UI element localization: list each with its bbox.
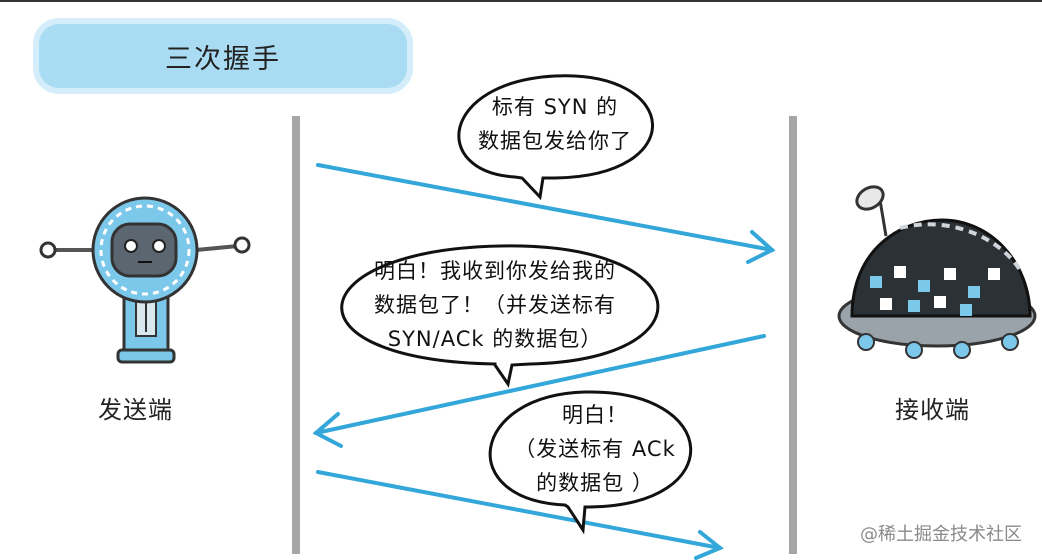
- receiver-label: 接收端: [895, 396, 970, 424]
- bubble-syn-ack-line3: SYN/ACk 的数据包）: [387, 327, 603, 351]
- bubble-syn-text: 标有 SYN 的 数据包发给你了: [470, 90, 640, 158]
- bubble-ack-line3: 的数据包 ）: [536, 471, 654, 495]
- top-rule: [0, 0, 1042, 2]
- bubble-ack-line1: 明白！: [562, 403, 628, 427]
- arrow-syn: [316, 163, 776, 264]
- bubble-syn-ack-line1: 明白！我收到你发给我的: [374, 259, 616, 283]
- bubble-ack-line2: （发送标有 ACk: [514, 437, 676, 461]
- speech-bubble-ack: [488, 390, 693, 535]
- sender-label: 发送端: [98, 396, 173, 424]
- speech-bubble-syn: [457, 74, 654, 201]
- arrow-syn-ack: [312, 334, 766, 448]
- speech-bubble-syn-ack: [340, 244, 660, 388]
- bubble-syn-ack-text: 明白！我收到你发给我的 数据包了！（并发送标有 SYN/ACk 的数据包）: [330, 254, 660, 356]
- receiver-lane: [789, 116, 797, 554]
- diagram-title: 三次握手: [33, 18, 413, 94]
- sender-lane: [292, 116, 300, 554]
- arrow-ack: [316, 470, 724, 560]
- receiver-robot-icon: [837, 185, 1037, 359]
- sender-robot-icon: [39, 196, 251, 364]
- bubble-syn-line1: 标有 SYN 的: [491, 95, 619, 119]
- watermark: @稀土掘金技术社区: [860, 524, 1022, 545]
- bubble-syn-ack-line2: 数据包了！（并发送标有: [374, 293, 616, 317]
- bubble-ack-text: 明白！ （发送标有 ACk 的数据包 ）: [505, 398, 685, 500]
- bubble-syn-line2: 数据包发给你了: [478, 129, 632, 153]
